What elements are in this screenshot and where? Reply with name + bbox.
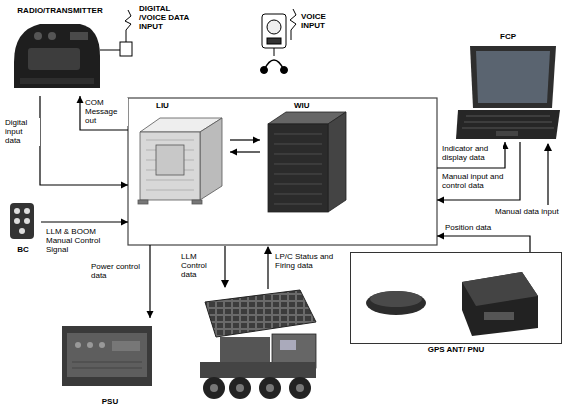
edge-label: COM Message out — [84, 98, 128, 126]
signal-label: Manual data input — [494, 207, 564, 216]
signal-arrow — [41, 219, 128, 226]
signal-arrow — [230, 149, 260, 156]
signal-arrow — [147, 245, 154, 318]
voice-input-headset — [261, 9, 297, 74]
node-label: BC — [5, 245, 41, 254]
wiu-unit: WIU — [260, 98, 437, 245]
voice-data-input-box — [100, 10, 132, 56]
edge-label: Position data — [444, 223, 506, 232]
fcp-laptop — [456, 46, 560, 139]
unit-frame — [128, 98, 437, 245]
wiu-illustration — [268, 112, 346, 212]
liu-unit: LIU — [128, 98, 230, 245]
bc-controller — [10, 203, 34, 239]
psu-unit — [62, 326, 152, 386]
signal-arrow — [437, 142, 520, 204]
edge-label: Digital input data — [4, 118, 40, 146]
fcp-laptop-node: FCP — [452, 30, 564, 142]
edge-label: Indicator and display data — [441, 144, 503, 162]
radio-illustration — [14, 24, 100, 88]
radio-transmitter: RADIO/TRANSMITTER — [4, 4, 116, 96]
signal-label: DIGITAL /VOICE DATA INPUT — [138, 4, 196, 32]
node-label: FCP — [452, 32, 564, 41]
bc-node: BC — [5, 200, 41, 254]
gps-pnu-box: GPS ANT/ PNU — [350, 252, 562, 344]
signal-arrow — [40, 96, 128, 189]
signal-label: LP/C Status and Firing data — [274, 252, 348, 270]
edge-label: LLM & BOOM Manual Control Signal — [45, 227, 125, 255]
signal-label: LLM Control data — [180, 252, 224, 280]
node-label: LIU — [156, 101, 169, 110]
signal-arrow — [230, 137, 260, 144]
node-label: WIU — [294, 101, 310, 110]
node-label: GPS ANT/ PNU — [351, 345, 561, 354]
node-label: RADIO/TRANSMITTER — [4, 6, 116, 15]
liu-illustration — [138, 118, 222, 204]
signal-label: VOICE INPUT — [300, 12, 346, 30]
psu-node: PSU — [55, 318, 165, 406]
node-label: PSU — [55, 397, 165, 406]
gps-devices — [366, 272, 538, 336]
edge-label: Manual input and control data — [441, 172, 517, 190]
edge-label: Power control data — [90, 262, 148, 280]
launcher-truck — [200, 290, 316, 399]
signal-arrow — [437, 233, 530, 253]
truck-signal-lines — [225, 144, 548, 289]
signal-arrow — [437, 142, 509, 168]
signal-arrow — [77, 96, 129, 130]
